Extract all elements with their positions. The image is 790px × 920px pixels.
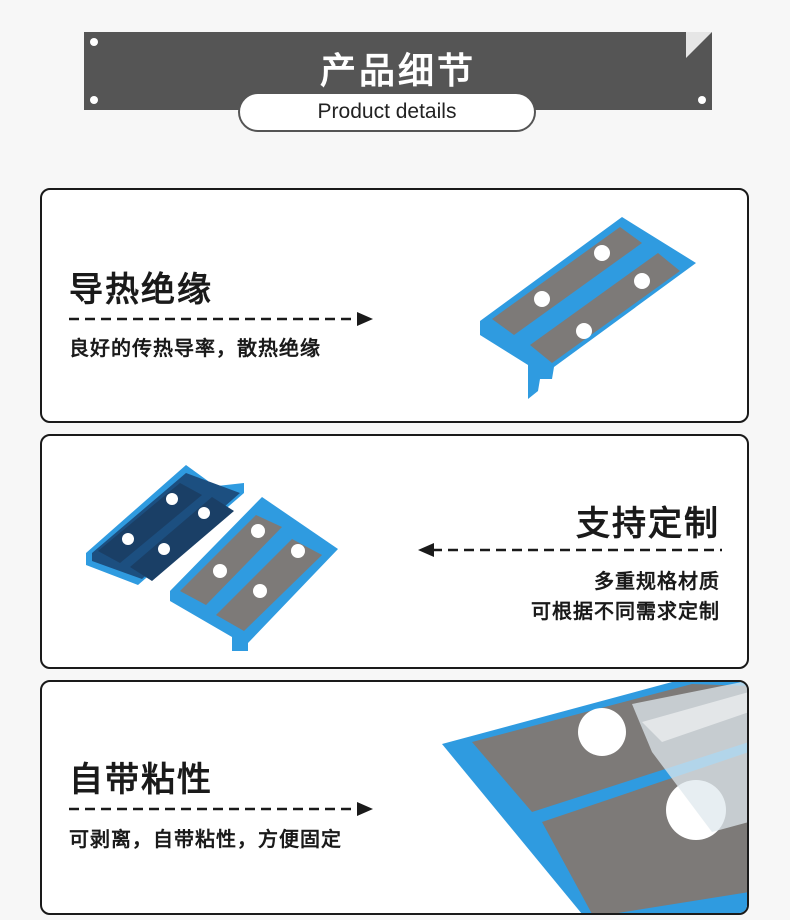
- card-description-line: 多重规格材质: [594, 569, 720, 593]
- card-title: 导热绝缘: [69, 270, 213, 310]
- card-title: 自带粘性: [69, 760, 213, 800]
- arrow-left-icon: [418, 543, 722, 557]
- card-description: 良好的传热导率，散热绝缘: [69, 336, 321, 360]
- adhesive-pad-closeup-image: [442, 682, 747, 913]
- page-subtitle: Product details: [238, 92, 536, 132]
- card-description: 可剥离，自带粘性，方便固定: [69, 827, 342, 851]
- card-description-line: 可根据不同需求定制: [531, 599, 720, 623]
- arrow-right-icon: [69, 312, 373, 326]
- banner-rivet: [90, 38, 98, 46]
- banner-rivet: [698, 96, 706, 104]
- feature-card-custom: 支持定制 多重规格材质 可根据不同需求定制: [40, 434, 749, 669]
- card-title: 支持定制: [576, 504, 720, 544]
- thermal-pad-image: [480, 217, 696, 399]
- card-description: 多重规格材质 可根据不同需求定制: [531, 566, 720, 626]
- arrow-right-icon: [69, 802, 373, 816]
- feature-card-insulation: 导热绝缘 良好的传热导率，散热绝缘: [40, 188, 749, 423]
- banner-rivet: [90, 96, 98, 104]
- banner-fold: [686, 32, 712, 58]
- thermal-pad-variants-image: [86, 465, 338, 651]
- page-title: 产品细节: [319, 51, 476, 92]
- feature-card-adhesive: 自带粘性 可剥离，自带粘性，方便固定: [40, 680, 749, 915]
